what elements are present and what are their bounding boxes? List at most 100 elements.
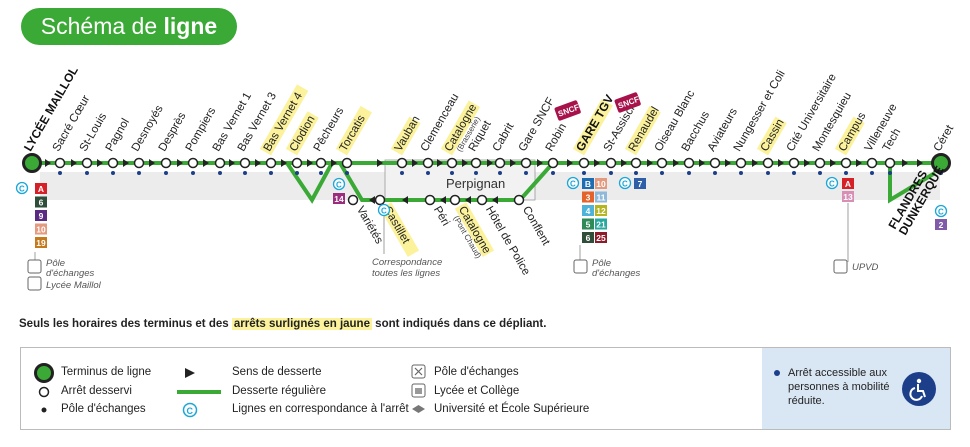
direction-arrow xyxy=(440,196,446,204)
stop-circle xyxy=(446,157,458,169)
accessible-dot xyxy=(269,171,273,175)
accessible-dot xyxy=(319,171,323,175)
legend-desservi: Arrêt desservi xyxy=(61,385,132,397)
direction-arrow xyxy=(647,159,653,167)
direction-arrow xyxy=(203,159,209,167)
sncf-tag xyxy=(554,100,581,121)
stop-circle xyxy=(187,157,199,169)
direction-arrow xyxy=(725,159,731,167)
legend-universite: Université et École Supérieure xyxy=(434,403,590,415)
legend-correspondence-icon xyxy=(182,402,198,418)
accessible-dot xyxy=(243,171,247,175)
stop-circle xyxy=(160,157,172,169)
correspondence-symbol: C xyxy=(622,180,628,189)
correspondence-symbol: C xyxy=(19,185,25,194)
highlight xyxy=(454,202,495,257)
stop-label: LYCÉE MAILLOL xyxy=(20,63,81,153)
direction-arrow xyxy=(331,159,337,167)
pole-label: UPVD xyxy=(852,262,879,273)
stop-circle xyxy=(291,157,303,169)
line-badge-text: 13 xyxy=(843,192,853,202)
direction-arrow xyxy=(229,159,235,167)
line-badge-text: B xyxy=(585,179,591,189)
line-badge xyxy=(595,205,607,216)
stop-circle xyxy=(866,157,878,169)
line-badge-text: 4 xyxy=(586,206,591,216)
legend-stop-icon xyxy=(38,386,50,398)
line-badge xyxy=(35,183,47,194)
clodion-loop xyxy=(285,161,334,204)
correspondence-symbol: C xyxy=(381,207,387,216)
stop-label-group: LYCÉE MAILLOL xyxy=(20,63,81,153)
legend-symbols: C xyxy=(34,363,426,418)
line-badge xyxy=(582,205,594,216)
accessible-dot xyxy=(345,171,349,175)
line-badge xyxy=(35,237,47,248)
legend-pole-dot-icon xyxy=(41,407,47,413)
stop-circle xyxy=(630,157,642,169)
stop-circle xyxy=(133,157,145,169)
stop-label-group: Péri xyxy=(431,204,452,228)
accessible-dot xyxy=(474,171,478,175)
stop-circle xyxy=(396,157,408,169)
line-badge-text: 3 xyxy=(586,193,591,203)
stop-circle xyxy=(424,194,436,206)
correspondence-icon xyxy=(332,177,346,191)
accessible-dot xyxy=(582,171,586,175)
correspondence-icon xyxy=(825,176,839,190)
stop-label: Nungesser et Coli xyxy=(732,68,788,153)
accessible-dot xyxy=(766,171,770,175)
direction-arrow xyxy=(510,159,516,167)
correspondence-symbol: C xyxy=(570,180,576,189)
stop-circle xyxy=(762,157,774,169)
line-badge xyxy=(595,232,607,243)
stop-label-group: Nungesser et Coli xyxy=(732,68,788,153)
line-badge xyxy=(842,191,854,202)
line-badge-text: 11 xyxy=(597,193,606,203)
direction-arrow xyxy=(123,159,129,167)
accessible-dot xyxy=(85,171,89,175)
stop-label-group: Céret xyxy=(932,123,957,154)
line-badge xyxy=(582,191,594,203)
wheelchair-icon xyxy=(902,372,936,406)
accessible-dot xyxy=(888,171,892,175)
line-badge-text: 9 xyxy=(39,211,44,221)
line-badge-text: 2 xyxy=(939,220,944,230)
accessible-dot xyxy=(609,171,613,175)
correspondence-symbol: C xyxy=(938,208,944,217)
highlight xyxy=(624,105,661,156)
line-badge xyxy=(634,178,646,189)
accessible-dot xyxy=(687,171,691,175)
highlight xyxy=(379,202,420,257)
accessible-dot xyxy=(844,171,848,175)
direction-arrow xyxy=(856,159,862,167)
stop-circle xyxy=(683,157,695,169)
direction-arrow xyxy=(902,159,908,167)
line-badge-text: 21 xyxy=(596,220,606,230)
line-badge xyxy=(582,218,594,230)
direction-arrow xyxy=(621,159,627,167)
stop-circle xyxy=(374,194,386,206)
line-badge xyxy=(333,193,345,204)
legend-terminus-icon xyxy=(34,363,54,383)
stop-label-group: Cabrit xyxy=(491,120,517,153)
line-badge xyxy=(842,178,854,189)
stop-label: Péri xyxy=(431,204,452,228)
direction-arrow xyxy=(567,159,573,167)
direction-arrow xyxy=(492,196,498,204)
stop-circle xyxy=(814,157,826,169)
stop-circle xyxy=(709,157,721,169)
correspondence-symbol: C xyxy=(829,180,835,189)
line-badge-text: 19 xyxy=(36,238,46,248)
line-badge-text: 7 xyxy=(638,179,643,189)
direction-arrow xyxy=(149,159,155,167)
stop-circle xyxy=(578,157,590,169)
direction-arrow xyxy=(462,159,468,167)
terminus-stop xyxy=(931,153,951,173)
accessible-dot xyxy=(792,171,796,175)
stop-circle xyxy=(788,157,800,169)
pole-label: Pôle xyxy=(592,258,611,269)
highlight xyxy=(834,116,865,156)
route-lines xyxy=(32,159,941,204)
